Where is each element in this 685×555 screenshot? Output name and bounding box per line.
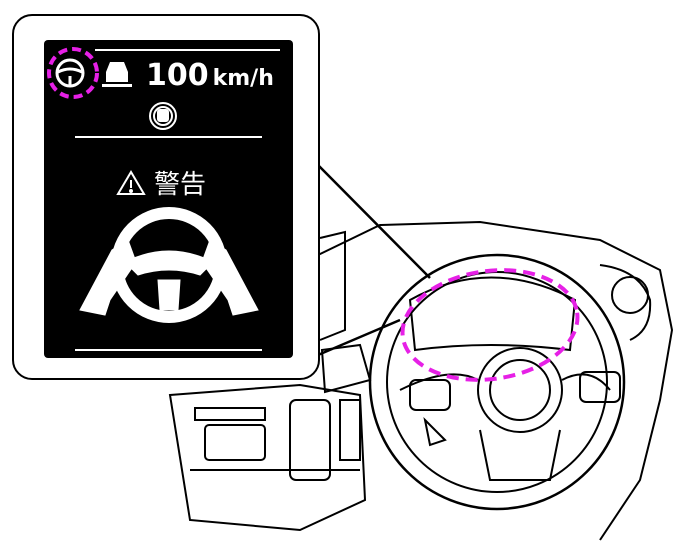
- dashboard-outline: [317, 220, 674, 541]
- left-wheel-buttons: [409, 379, 451, 411]
- lane-keep-icon: [149, 102, 177, 130]
- steering-assist-icon: [55, 58, 85, 88]
- warning-label: 警告: [154, 170, 207, 200]
- icon-highlight: [47, 47, 99, 99]
- right-wheel-buttons: [579, 371, 621, 403]
- hands-on-wheel-icon: [79, 207, 259, 323]
- callout-pointer: [317, 164, 431, 357]
- left-hand: [79, 239, 137, 316]
- speed-value: 100: [146, 58, 209, 93]
- steering-wheel-hub: [477, 347, 563, 433]
- speed-unit: km/h: [212, 66, 274, 91]
- warning-triangle-icon: [116, 170, 146, 195]
- center-console: [168, 383, 367, 532]
- right-hand: [201, 239, 259, 316]
- warning-message: 警告: [116, 164, 206, 201]
- cluster-highlight: [400, 268, 580, 382]
- side-vent: [599, 264, 652, 341]
- instrument-cluster: [408, 276, 577, 352]
- lead-vehicle-icon: [102, 62, 132, 87]
- steering-wheel-rim: [368, 253, 626, 511]
